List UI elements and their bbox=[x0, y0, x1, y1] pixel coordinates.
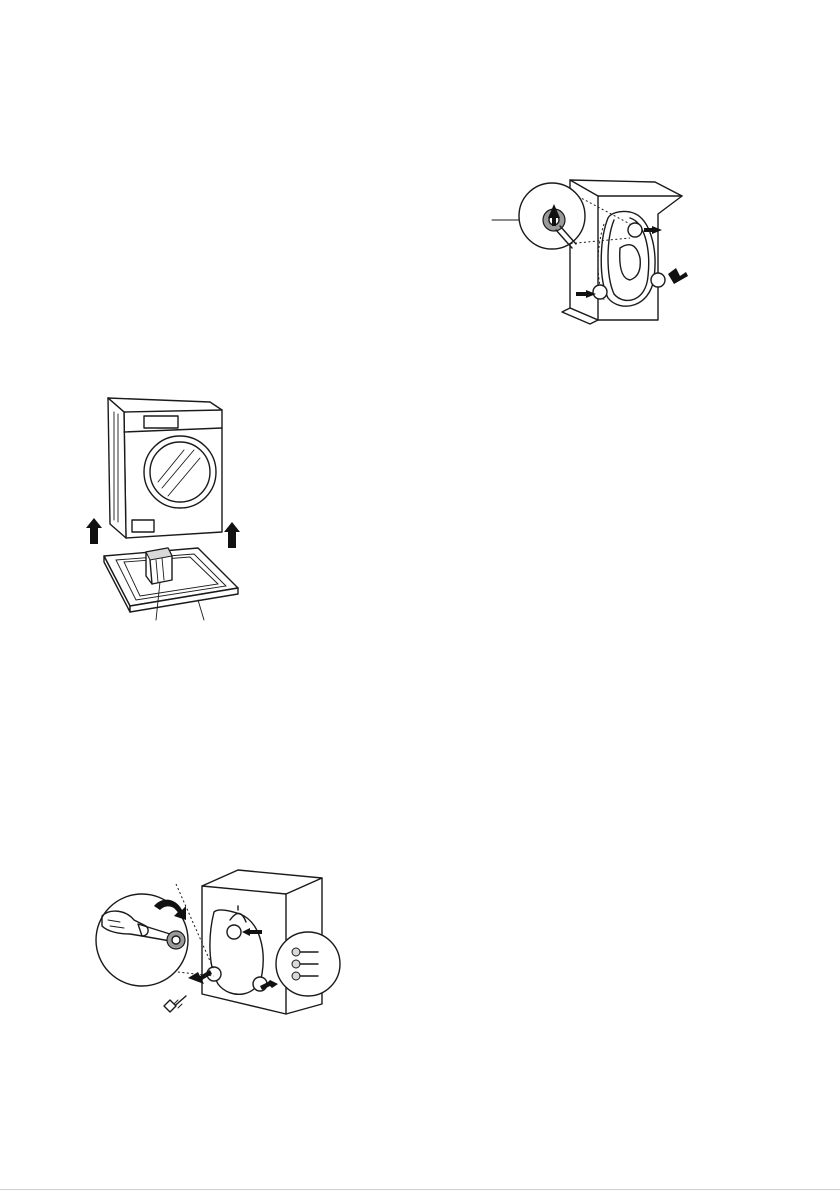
page-bottom-rule bbox=[0, 1189, 840, 1190]
remove-base-packing-illustration bbox=[80, 392, 248, 624]
rear-shipping-bolts-illustration bbox=[490, 168, 700, 328]
remove-bolts-wrench-illustration bbox=[90, 866, 350, 1016]
